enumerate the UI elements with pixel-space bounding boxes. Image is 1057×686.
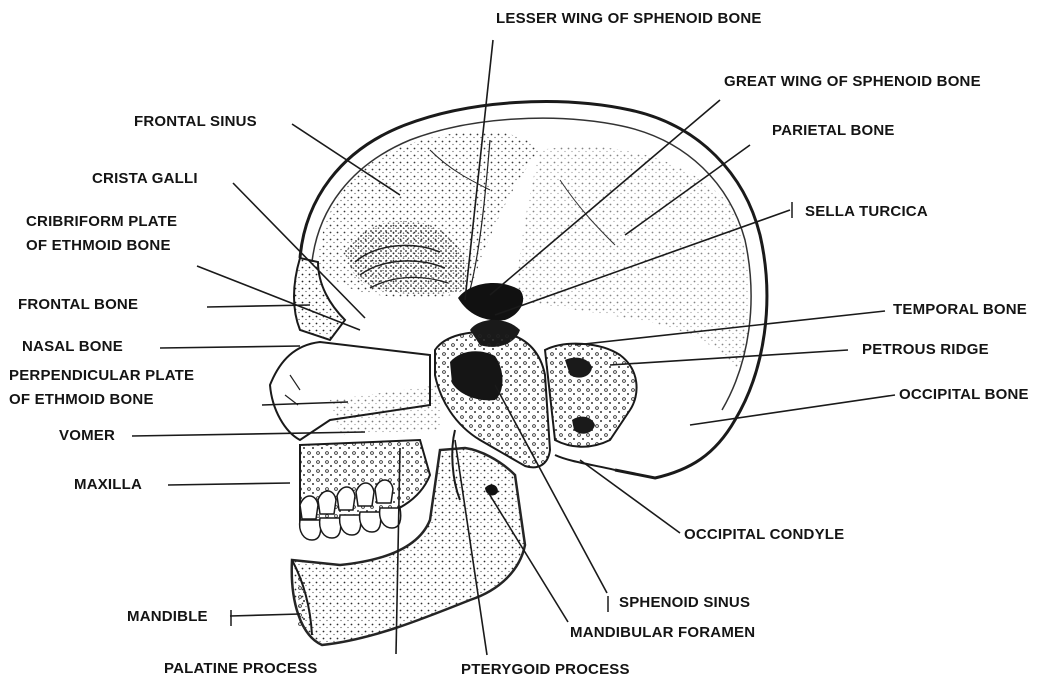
label-lesser-wing: LESSER WING OF SPHENOID BONE bbox=[496, 10, 762, 28]
label-perpendicular-line1: PERPENDICULAR PLATE bbox=[9, 367, 194, 385]
label-temporal-bone: TEMPORAL BONE bbox=[893, 301, 1027, 319]
label-mandibular-foramen: MANDIBULAR FORAMEN bbox=[570, 624, 755, 642]
label-crista-galli: CRISTA GALLI bbox=[92, 170, 198, 188]
label-maxilla: MAXILLA bbox=[74, 476, 142, 494]
leader-vomer bbox=[132, 432, 365, 436]
label-cribriform-line1: CRIBRIFORM PLATE bbox=[26, 213, 177, 231]
label-sphenoid-sinus: SPHENOID SINUS bbox=[619, 594, 750, 612]
label-vomer: VOMER bbox=[59, 427, 115, 445]
maxilla-and-teeth bbox=[300, 440, 430, 540]
leader-nasal-bone bbox=[160, 346, 300, 348]
label-parietal-bone: PARIETAL BONE bbox=[772, 122, 895, 140]
label-frontal-bone: FRONTAL BONE bbox=[18, 296, 138, 314]
leader-mandible bbox=[230, 614, 300, 616]
label-sella-turcica: SELLA TURCICA bbox=[805, 203, 928, 221]
leader-maxilla bbox=[168, 483, 290, 485]
label-occipital-bone: OCCIPITAL BONE bbox=[899, 386, 1029, 404]
label-frontal-sinus: FRONTAL SINUS bbox=[134, 113, 257, 131]
leader-occipital-condyle bbox=[580, 460, 680, 533]
label-cribriform-line2: OF ETHMOID BONE bbox=[26, 237, 171, 255]
label-nasal-bone: NASAL BONE bbox=[22, 338, 123, 356]
label-occipital-condyle: OCCIPITAL CONDYLE bbox=[684, 526, 844, 544]
label-petrous-ridge: PETROUS RIDGE bbox=[862, 341, 989, 359]
leader-occipital-bone bbox=[690, 395, 895, 425]
label-mandible: MANDIBLE bbox=[127, 608, 208, 626]
label-pterygoid-process: PTERYGOID PROCESS bbox=[461, 661, 630, 679]
label-great-wing: GREAT WING OF SPHENOID BONE bbox=[724, 73, 981, 91]
label-perpendicular-line2: OF ETHMOID BONE bbox=[9, 391, 154, 409]
label-palatine-process: PALATINE PROCESS bbox=[164, 660, 318, 678]
